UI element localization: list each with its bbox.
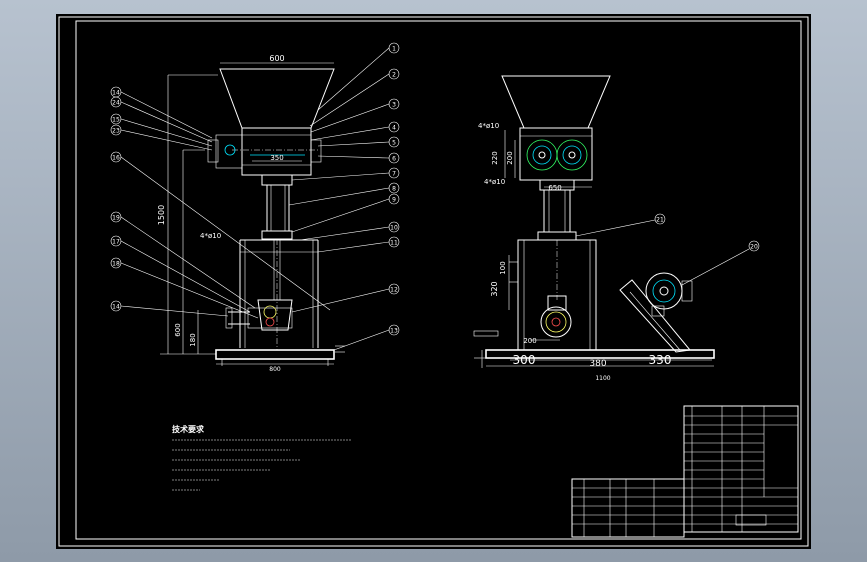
front-view: 600 350 1500 600 180 800 4*ø10 14 24 15 … <box>110 42 400 373</box>
balloons-left: 14 24 15 23 16 19 17 18 14 <box>110 86 331 319</box>
svg-text:16: 16 <box>112 155 120 162</box>
dim-650: 650 <box>548 184 561 192</box>
svg-text:6: 6 <box>392 156 396 163</box>
dim-180: 180 <box>189 333 197 346</box>
dim-holes: 4*ø10 <box>200 232 221 240</box>
inner-frame <box>75 20 802 540</box>
svg-text:13: 13 <box>390 328 398 335</box>
svg-text:15: 15 <box>112 117 120 124</box>
svg-text:19: 19 <box>112 215 120 222</box>
dim-holes-top: 4*ø10 <box>478 122 499 130</box>
svg-text:5: 5 <box>392 140 396 147</box>
dim-320: 320 <box>490 281 499 296</box>
svg-text:3: 3 <box>392 102 396 109</box>
svg-text:11: 11 <box>390 240 398 247</box>
dim-800: 800 <box>269 366 281 373</box>
dim-330: 330 <box>649 353 672 367</box>
dim-200: 200 <box>506 151 514 164</box>
balloon-21: 21 <box>656 217 664 224</box>
svg-text:1: 1 <box>392 46 396 53</box>
svg-text:9: 9 <box>392 197 396 204</box>
base-plate <box>215 349 335 360</box>
svg-text:4: 4 <box>392 125 396 132</box>
svg-text:23: 23 <box>112 128 120 135</box>
svg-text:2: 2 <box>392 72 396 79</box>
svg-text:12: 12 <box>390 287 398 294</box>
dim-380: 380 <box>589 359 606 369</box>
svg-text:7: 7 <box>392 171 396 178</box>
svg-text:14: 14 <box>112 90 120 97</box>
side-base <box>485 349 715 359</box>
svg-text:8: 8 <box>392 186 396 193</box>
dim-1100: 1100 <box>595 375 610 382</box>
balloon-20: 20 <box>750 244 758 251</box>
svg-text:18: 18 <box>112 261 120 268</box>
svg-text:17: 17 <box>112 239 120 246</box>
dim-100: 100 <box>499 261 507 274</box>
notes-title: 技术要求 <box>172 424 205 434</box>
dim-200-side: 200 <box>523 337 536 345</box>
dim-600-lower: 600 <box>174 323 182 336</box>
svg-text:10: 10 <box>390 225 398 232</box>
dim-600: 600 <box>269 54 284 63</box>
technical-notes: 技术要求 <box>172 424 352 491</box>
paper <box>56 14 811 549</box>
svg-text:24: 24 <box>112 100 120 107</box>
dim-1500: 1500 <box>157 205 166 225</box>
title-block <box>571 405 799 538</box>
dim-holes-bottom: 4*ø10 <box>484 178 505 186</box>
dim-350: 350 <box>270 154 283 162</box>
dim-220: 220 <box>491 151 499 164</box>
svg-text:14: 14 <box>112 304 120 311</box>
outer-frame <box>58 16 809 547</box>
balloons-right: 1 2 3 4 5 6 7 8 9 10 11 12 13 <box>288 42 400 351</box>
side-view: 4*ø10 220 200 4*ø10 650 100 320 200 300 … <box>473 75 760 382</box>
dim-300: 300 <box>513 353 536 367</box>
roller-right <box>556 139 588 171</box>
